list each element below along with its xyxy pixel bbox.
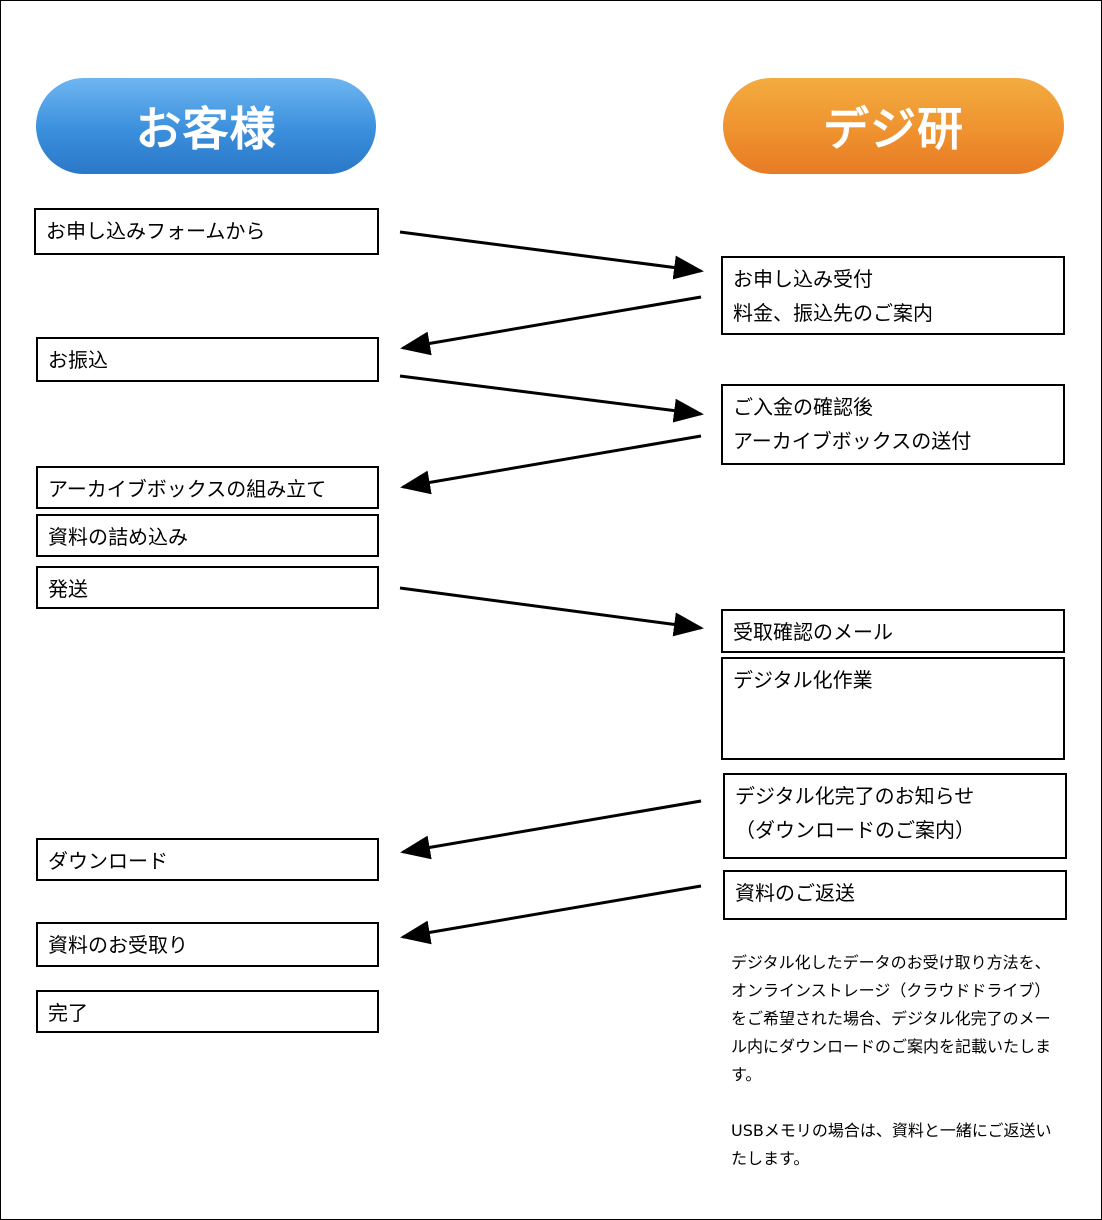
step-assemble-box: アーカイブボックスの組み立て: [36, 466, 379, 509]
step-transfer: お振込: [36, 337, 379, 382]
step-ship: 発送: [36, 566, 379, 609]
step-receive-documents: 資料のお受取り: [36, 922, 379, 967]
arrow-return-to-receive: [400, 884, 702, 945]
step-apply-form-label: お申し込みフォームから: [46, 219, 266, 243]
step-pack-documents-label: 資料の詰め込み: [48, 525, 188, 549]
step-assemble-box-label: アーカイブボックスの組み立て: [48, 477, 327, 501]
delivery-note-usb: USBメモリの場合は、資料と一緒にご返送いたします。: [731, 1121, 1052, 1168]
step-payment-confirmed-line1: ご入金の確認後: [733, 395, 873, 419]
step-return-documents: 資料のご返送: [723, 870, 1067, 920]
step-payment-confirmed: ご入金の確認後 アーカイブボックスの送付: [721, 384, 1065, 465]
arrow-complete-to-download: [400, 799, 702, 860]
step-digitization-complete-line1: デジタル化完了のお知らせ: [735, 784, 975, 808]
delivery-note: デジタル化したデータのお受け取り方法を、オンラインストレージ（クラウドドライブ）…: [731, 949, 1066, 1173]
step-download-label: ダウンロード: [48, 849, 168, 873]
customer-header: お客様: [36, 78, 376, 174]
step-transfer-label: お振込: [48, 348, 108, 372]
step-digitization-complete-line2: （ダウンロードのご案内）: [735, 818, 975, 842]
digiken-header: デジ研: [723, 78, 1064, 174]
step-complete-label: 完了: [48, 1001, 88, 1025]
arrow-confirm-to-assemble: [400, 434, 702, 495]
step-application-accepted-line2: 料金、振込先のご案内: [733, 301, 933, 325]
step-digitization-complete: デジタル化完了のお知らせ （ダウンロードのご案内）: [723, 773, 1067, 859]
step-digitization-work-label: デジタル化作業: [733, 668, 873, 692]
step-receive-documents-label: 資料のお受取り: [48, 933, 188, 957]
step-apply-form: お申し込みフォームから: [34, 208, 379, 255]
arrow-ship-to-receipt: [399, 586, 704, 637]
step-application-accepted: お申し込み受付 料金、振込先のご案内: [721, 256, 1065, 335]
step-ship-label: 発送: [48, 577, 88, 601]
delivery-note-online: デジタル化したデータのお受け取り方法を、オンラインストレージ（クラウドドライブ）…: [731, 953, 1052, 1084]
arrow-transfer-to-confirm: [399, 374, 704, 423]
step-application-accepted-line1: お申し込み受付: [733, 267, 873, 291]
arrow-apply-to-accept: [399, 230, 704, 280]
step-return-documents-label: 資料のご返送: [735, 881, 855, 905]
step-pack-documents: 資料の詰め込み: [36, 514, 379, 557]
step-receipt-mail: 受取確認のメール: [721, 609, 1065, 653]
step-download: ダウンロード: [36, 838, 379, 881]
step-digitization-work: デジタル化作業: [721, 657, 1065, 760]
step-complete: 完了: [36, 990, 379, 1033]
step-receipt-mail-label: 受取確認のメール: [733, 620, 893, 644]
arrow-accept-to-transfer: [400, 295, 702, 356]
step-payment-confirmed-line2: アーカイブボックスの送付: [733, 429, 972, 453]
